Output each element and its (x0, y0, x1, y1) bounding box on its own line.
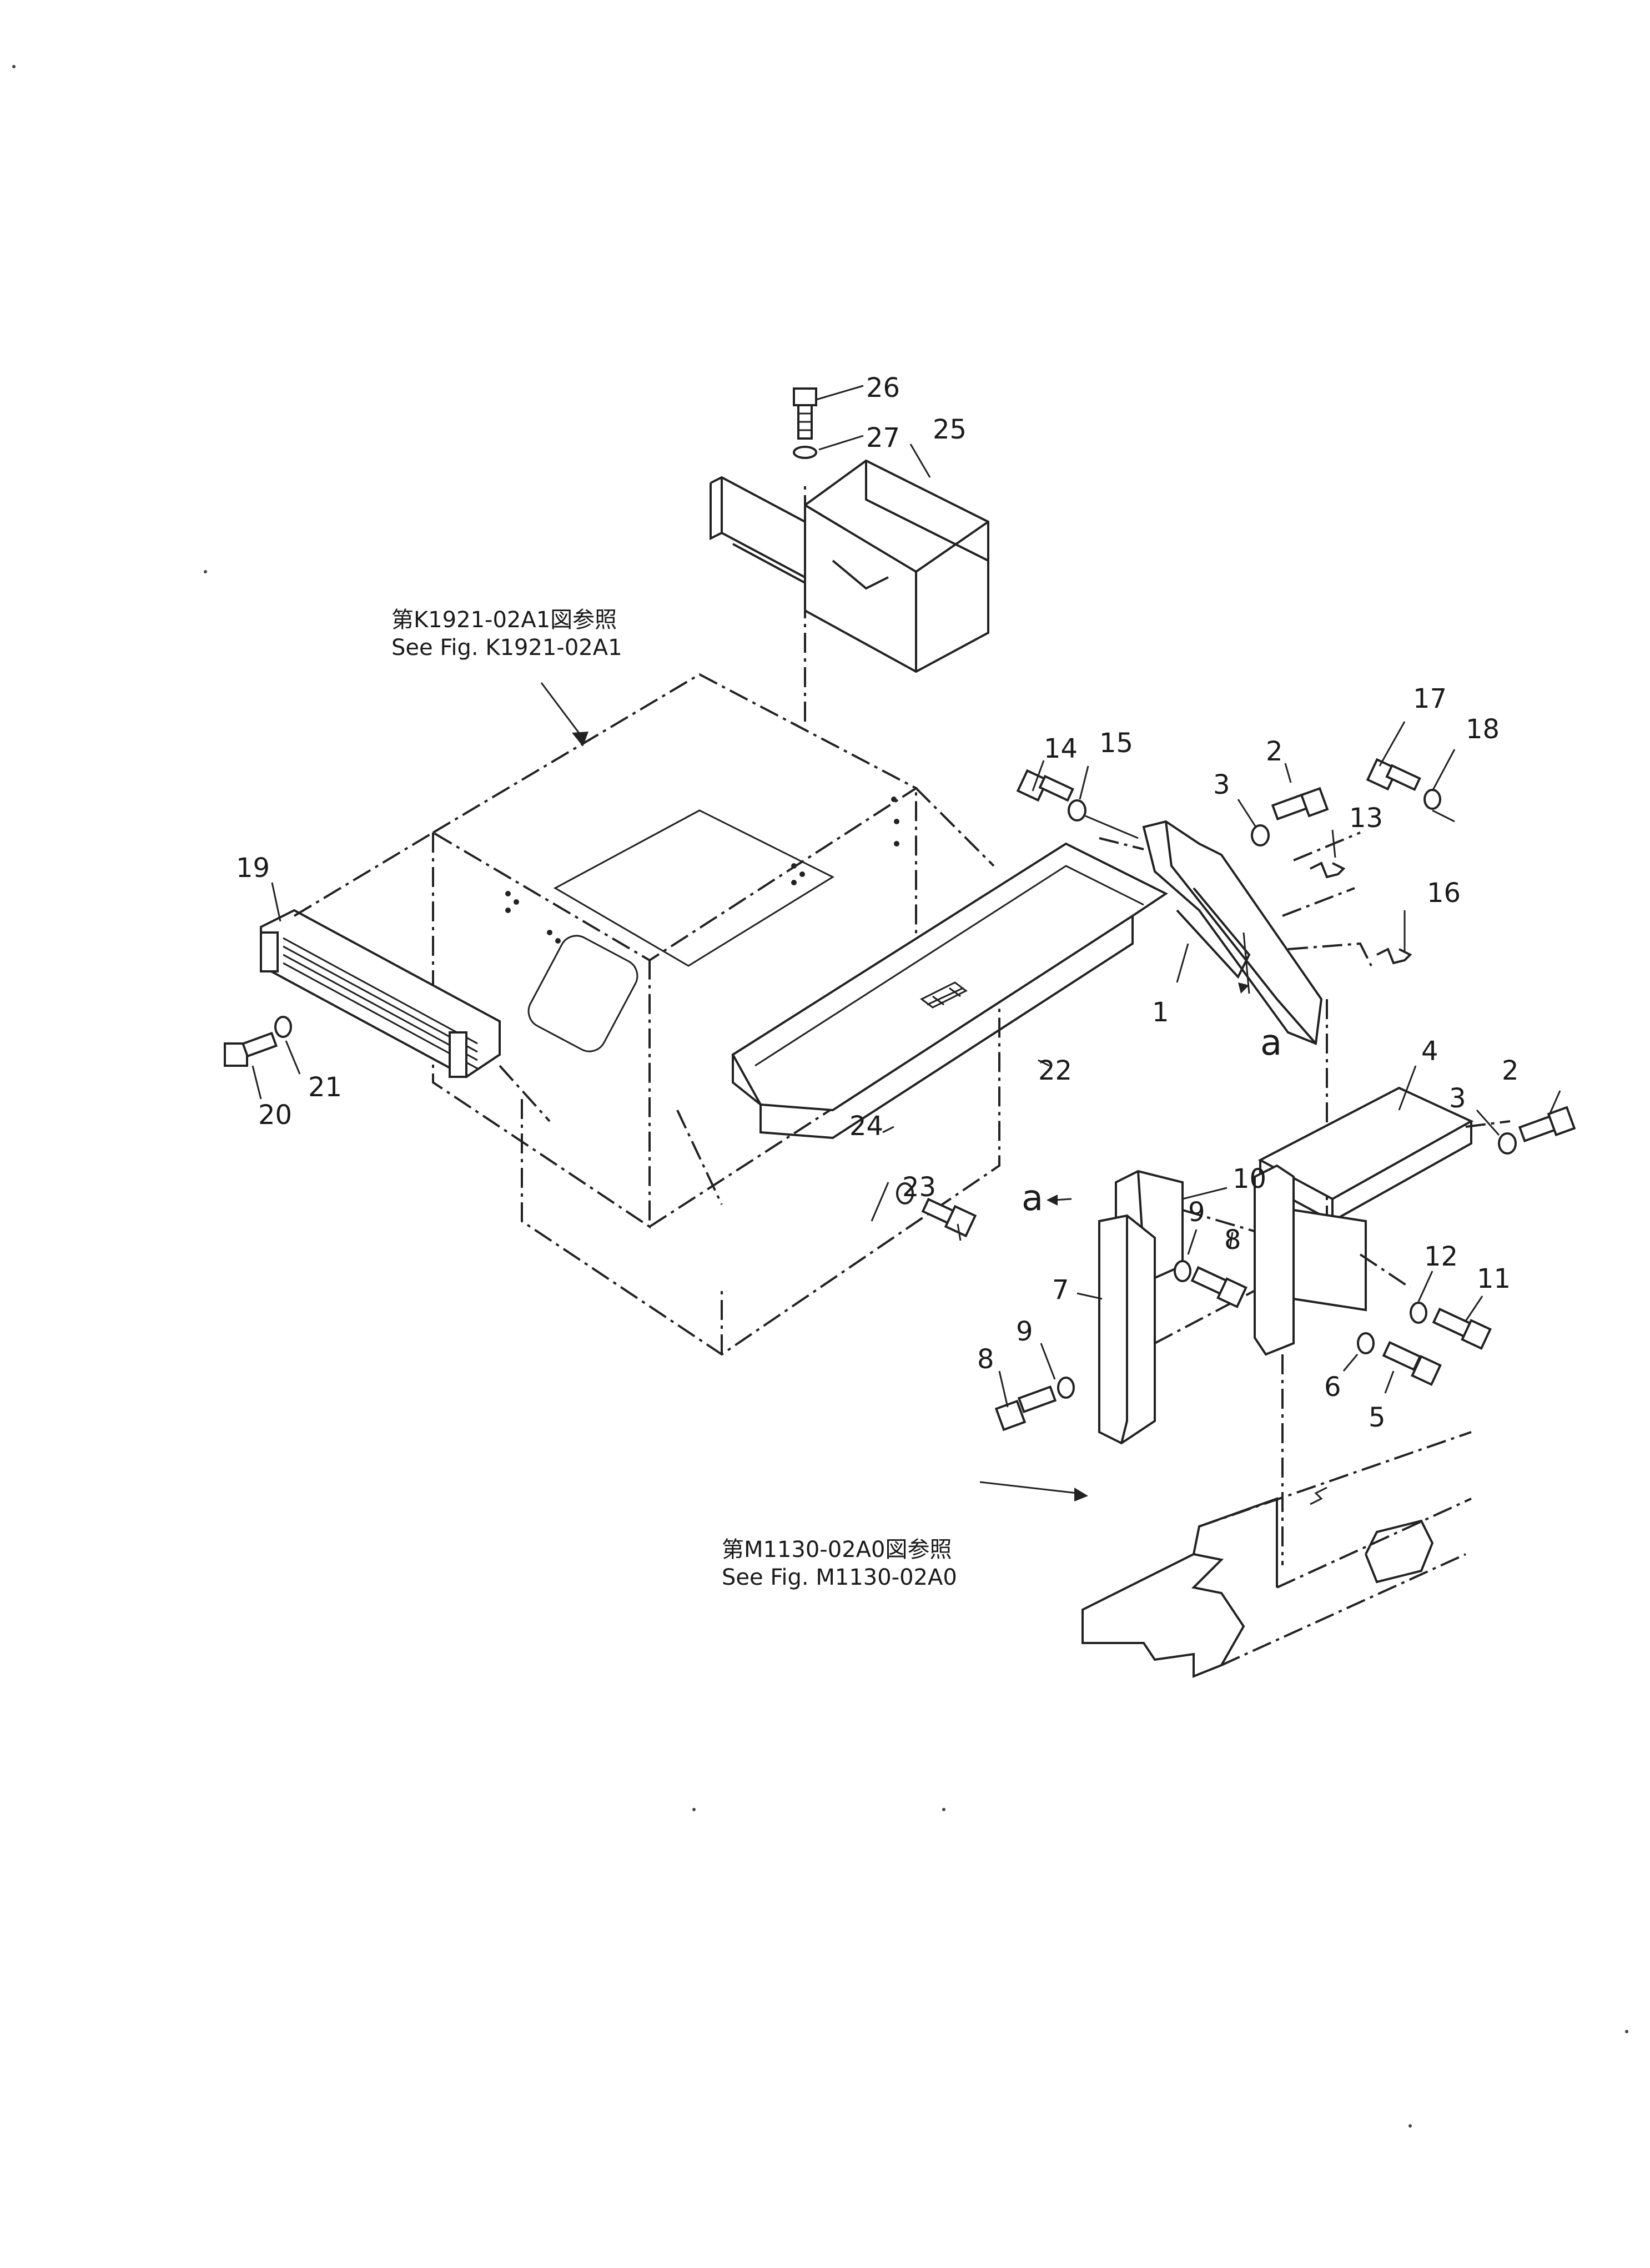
bolt-23 (921, 1197, 977, 1238)
callout-20: 20 (258, 1100, 292, 1131)
cab-body (431, 483, 1000, 1356)
reference-bottom: 第M1130-02A0図参照 See Fig. M1130-02A0 (722, 1537, 957, 1590)
bolt-2-upper (1271, 787, 1329, 821)
post-mount (1254, 1164, 1411, 1565)
callout-3-upper: 3 (1213, 769, 1230, 800)
reference-top-line1: 第K1921-02A1図参照 (391, 607, 617, 633)
washer-3-upper (1251, 824, 1270, 846)
callout-4: 4 (1421, 1036, 1438, 1067)
reference-top: 第K1921-02A1図参照 See Fig. K1921-02A1 (391, 607, 622, 661)
washer-18 (1423, 789, 1441, 810)
top-cover-box (710, 459, 989, 673)
washer-27 (793, 446, 817, 459)
tray-22 (731, 842, 1168, 1140)
callout-22: 22 (1038, 1055, 1072, 1086)
reference-bottom-line2: See Fig. M1130-02A0 (722, 1565, 957, 1590)
bracket-1 (1099, 820, 1372, 1249)
bolt-17 (1366, 758, 1421, 792)
callout-9-upper: 9 (1188, 1197, 1205, 1228)
callout-16: 16 (1427, 878, 1461, 909)
bolt-2-lower (1518, 1106, 1576, 1143)
reference-bottom-line1: 第M1130-02A0図参照 (722, 1537, 952, 1563)
bolt-5 (1382, 1340, 1442, 1386)
callout-2-lower: 2 (1502, 1055, 1519, 1086)
reference-top-line2: See Fig. K1921-02A1 (391, 635, 622, 661)
callout-8-lower: 8 (977, 1344, 994, 1375)
callout-24: 24 (849, 1111, 883, 1142)
washer-21 (274, 1016, 292, 1038)
callout-labels: 26 27 25 19 20 21 22 23 24 14 15 3 2 13 … (236, 372, 1519, 1433)
callout-18: 18 (1466, 714, 1500, 745)
callout-10: 10 (1233, 1163, 1266, 1195)
scan-noise (12, 65, 1628, 2128)
bolt-8-lower (994, 1385, 1057, 1432)
callout-5: 5 (1369, 1402, 1386, 1433)
callout-6: 6 (1324, 1372, 1341, 1403)
washer-9-lower (1057, 1377, 1075, 1399)
callout-9-lower: 9 (1016, 1316, 1033, 1347)
washer-3-lower (1498, 1132, 1517, 1155)
callout-26: 26 (866, 372, 900, 404)
callout-23: 23 (902, 1172, 936, 1203)
callout-11: 11 (1477, 1263, 1511, 1294)
panel-7 (1098, 1214, 1261, 1445)
callout-13: 13 (1349, 803, 1383, 834)
callout-17: 17 (1413, 683, 1447, 714)
washer-12 (1410, 1302, 1427, 1324)
section-mark-a-lower: a (1022, 1178, 1043, 1219)
grille-19 (260, 831, 551, 1122)
callout-12: 12 (1424, 1241, 1458, 1272)
clip-13 (1310, 861, 1346, 879)
callout-15: 15 (1099, 728, 1133, 759)
frame-rail (1081, 1431, 1472, 1678)
callout-14: 14 (1044, 733, 1078, 764)
bolt-14 (1016, 769, 1074, 802)
washer-6 (1357, 1332, 1375, 1354)
callout-7: 7 (1052, 1274, 1069, 1306)
washer-15 (1068, 799, 1086, 821)
leader-arrow-icon (540, 682, 1250, 1501)
leader-lines (251, 385, 1561, 1408)
callout-27: 27 (866, 422, 900, 453)
callout-21: 21 (308, 1072, 342, 1103)
callout-3-lower: 3 (1449, 1083, 1466, 1114)
callout-25: 25 (933, 414, 967, 445)
clip-16 (1376, 947, 1412, 965)
callout-1: 1 (1152, 997, 1169, 1028)
step-4 (1257, 1086, 1511, 1223)
callout-19: 19 (236, 853, 270, 884)
section-mark-a-upper: a (1260, 1022, 1282, 1064)
bolt-8-upper (1190, 1266, 1247, 1308)
callout-8-upper: 8 (1224, 1224, 1241, 1256)
bolt-11 (1432, 1307, 1492, 1350)
bolt-20 (224, 1031, 278, 1067)
callout-2-upper: 2 (1266, 736, 1283, 767)
washer-24 (896, 1182, 914, 1204)
washer-9-upper (1174, 1260, 1191, 1282)
bolt-26 (793, 387, 817, 440)
